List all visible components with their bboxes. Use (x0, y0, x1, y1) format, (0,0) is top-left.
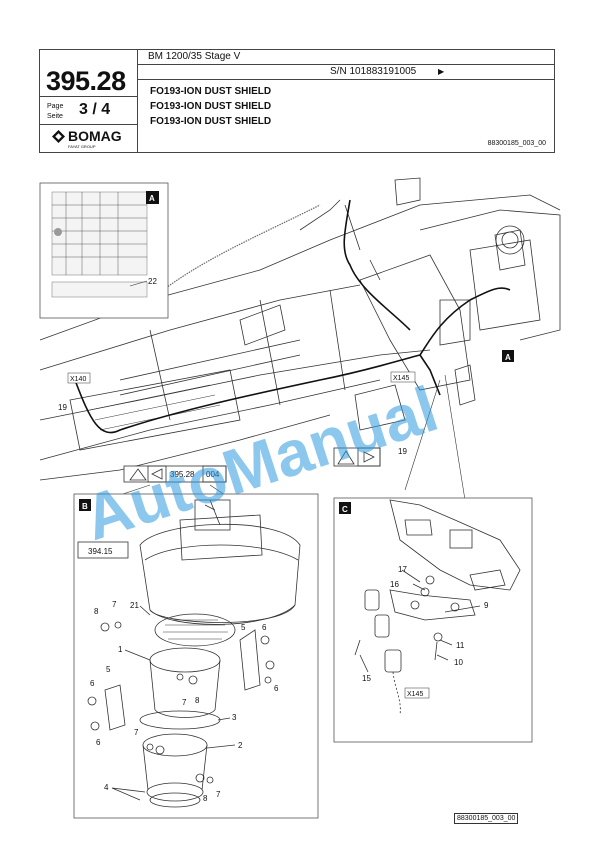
view-b-reference: 394.15 (88, 547, 113, 556)
callout: 11 (456, 641, 465, 650)
callout: 15 (362, 674, 371, 683)
cable-harness (74, 199, 511, 434)
divider (40, 96, 137, 97)
callout: 7 (182, 698, 187, 707)
section-title: FO193-ION DUST SHIELD (150, 116, 272, 127)
brand-logo: BOMAG (68, 128, 122, 144)
view-b-inset (73, 493, 319, 819)
document-number: 88300185_003_00 (487, 140, 546, 147)
section-title: FO193-ION DUST SHIELD (150, 86, 272, 97)
callout: 6 (274, 684, 279, 693)
section-title: FO193-ION DUST SHIELD (150, 101, 272, 112)
section-number: 395.28 (46, 66, 126, 96)
callout: 22 (148, 277, 157, 286)
machine-frame (39, 177, 561, 481)
view-a-letter: A (149, 194, 155, 203)
view-a-letter: A (505, 353, 511, 362)
divider (137, 64, 554, 65)
title-block: BM 1200/35 Stage V S/N 101883191005 ▶ FO… (39, 49, 555, 153)
bomag-logo-icon (52, 130, 65, 143)
ref-sheet: 004 (206, 470, 220, 479)
callout: 6 (90, 679, 95, 688)
callout: 6 (262, 623, 267, 632)
callout: 6 (96, 738, 101, 747)
callout: 5 (241, 623, 246, 632)
view-c-inset (333, 497, 533, 743)
page-label-de: Seite (47, 113, 63, 120)
divider (137, 50, 138, 152)
view-a-marker (502, 350, 514, 362)
callout: 21 (130, 601, 139, 610)
callout: 16 (390, 580, 399, 589)
callout: 10 (454, 658, 463, 667)
divider (137, 79, 554, 80)
callout: 7 (112, 600, 117, 609)
callout: 7 (216, 790, 221, 799)
brand-subtitle: FAYAT GROUP (68, 144, 96, 149)
page-label: Page (47, 103, 64, 110)
page-indicator: 3 / 4 (79, 101, 111, 118)
view-c-letter: C (342, 505, 348, 514)
ref-group: 395.28 (170, 470, 195, 479)
view-a-inset (39, 182, 169, 319)
callout: 9 (484, 601, 489, 610)
callout: 2 (238, 741, 243, 750)
callout: 8 (203, 794, 208, 803)
view-b-letter: B (82, 502, 88, 511)
callout: 19 (58, 403, 67, 412)
callout: 1 (118, 645, 123, 654)
divider (40, 124, 137, 125)
callout: 17 (398, 565, 407, 574)
serial-number: S/N 101883191005 (330, 66, 417, 77)
reference-tag (123, 465, 227, 483)
parts-drawing: A A A B C 395.28 004 394.15 X140 X145 X1… (39, 177, 561, 819)
callout: 8 (195, 696, 200, 705)
callout: 7 (134, 728, 139, 737)
callout: 3 (232, 713, 237, 722)
serial-arrow-icon: ▶ (438, 67, 445, 76)
footer-document-number: 88300185_003_00 (454, 813, 519, 824)
connector-label: X145 (393, 375, 409, 382)
callout: 19 (398, 447, 407, 456)
view-a-badge (146, 191, 159, 204)
callout: 4 (104, 783, 109, 792)
machine-model: BM 1200/35 Stage V (148, 51, 241, 62)
warning-tag (333, 447, 381, 467)
callout: 8 (94, 607, 99, 616)
connector-label: X145 (407, 691, 423, 698)
callout: 5 (106, 665, 111, 674)
connector-label: X140 (70, 376, 86, 383)
